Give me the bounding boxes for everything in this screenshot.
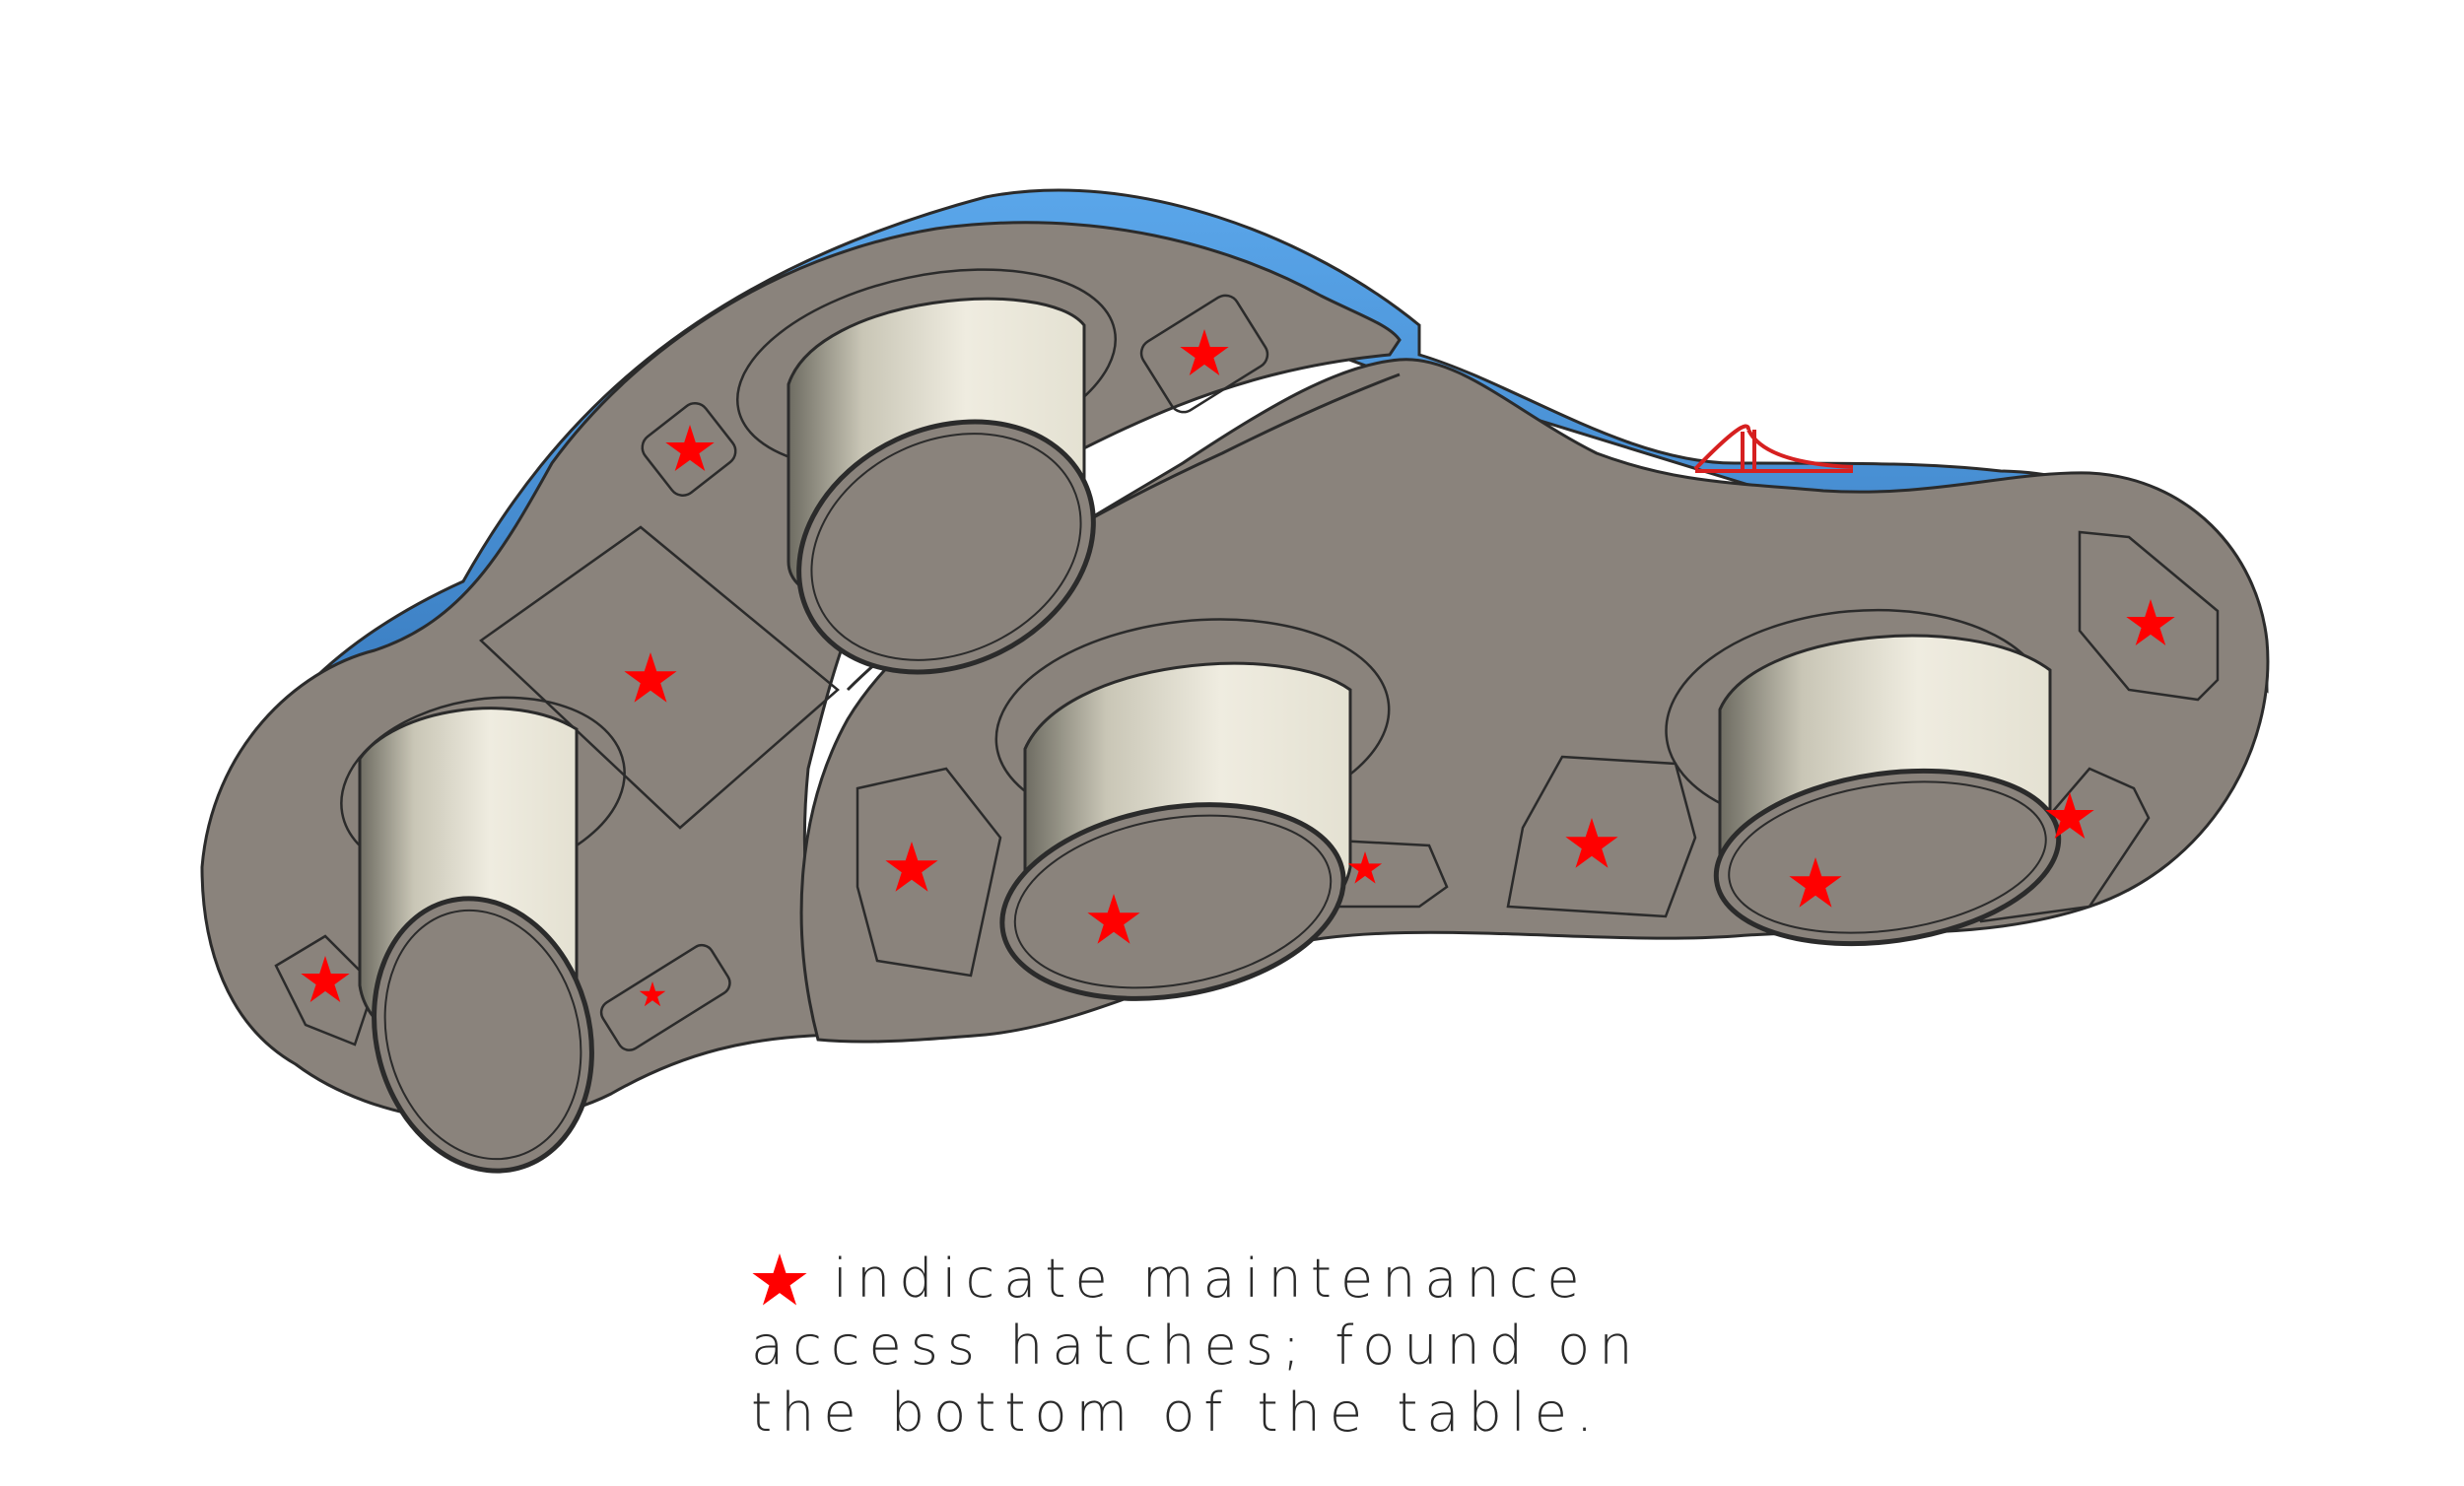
hatch-panel-far-right-top [2078, 530, 2220, 702]
hatch-panel-left-slot [599, 943, 731, 1051]
legend-line-2: access hatches; found on [751, 1315, 1642, 1377]
red-star-icon [1789, 857, 1842, 908]
red-star-icon [1347, 851, 1383, 884]
red-star-icon [1565, 818, 1618, 868]
bridge-icon [1693, 424, 1854, 473]
hatch-panel-large-square [479, 525, 840, 830]
leg-cylinder-2 [340, 696, 626, 1174]
red-star-icon [1087, 894, 1140, 944]
hatch-panel-left-corner [274, 934, 376, 1047]
leg-cylinder-3 [994, 618, 1391, 1001]
red-star-icon [665, 425, 715, 471]
red-star-icon [1180, 329, 1229, 375]
red-star-icon [2126, 599, 2175, 645]
red-star-icon [2045, 792, 2094, 839]
leg-cylinder-1 [735, 268, 1118, 675]
hatch-panel-far-right-bottom [1969, 767, 2151, 923]
red-star-icon [752, 1253, 807, 1306]
red-star-icon [301, 956, 350, 1002]
legend-line-3: the bottom of the table. [751, 1382, 1603, 1444]
hatch-panel-center-left [856, 767, 1002, 978]
red-star-icon [639, 981, 666, 1007]
legend-line-1: indicate maintenance [833, 1248, 1589, 1310]
hatch-panel-topleft-small [641, 402, 737, 497]
red-star-icon [885, 842, 938, 892]
hatch-markers [301, 329, 2175, 1007]
red-star-icon [624, 652, 677, 703]
hatch-panel-top-mid [1139, 294, 1269, 414]
